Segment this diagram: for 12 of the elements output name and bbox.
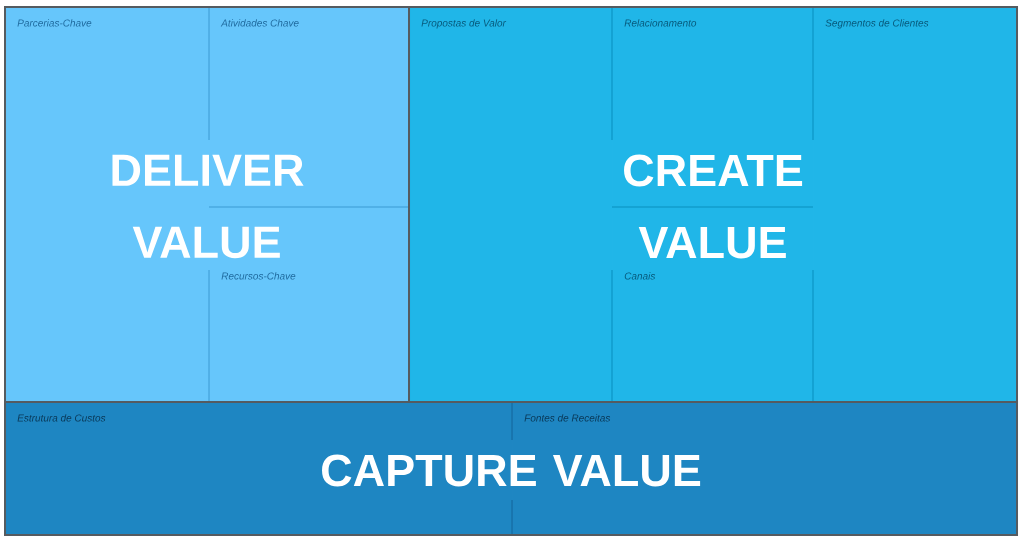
region-title: CAPTURE VALUE <box>322 454 701 487</box>
node-label: Atividades Chave <box>220 19 299 27</box>
node-label: Canais <box>624 272 656 280</box>
region-title: DELIVER VALUE <box>112 154 304 259</box>
region-title: CREATE VALUE <box>624 154 803 259</box>
node-label: Propostas de Valor <box>421 19 507 29</box>
node-label: Relacionamento <box>624 19 697 27</box>
node-label: Segmentos de Clientes <box>825 19 929 29</box>
node-label: Recursos-Chave <box>221 272 296 280</box>
node-label: Parcerias-Chave <box>17 19 92 27</box>
node-label: Fontes de Receitas <box>524 414 611 422</box>
node-label: Estrutura de Custos <box>17 414 106 422</box>
